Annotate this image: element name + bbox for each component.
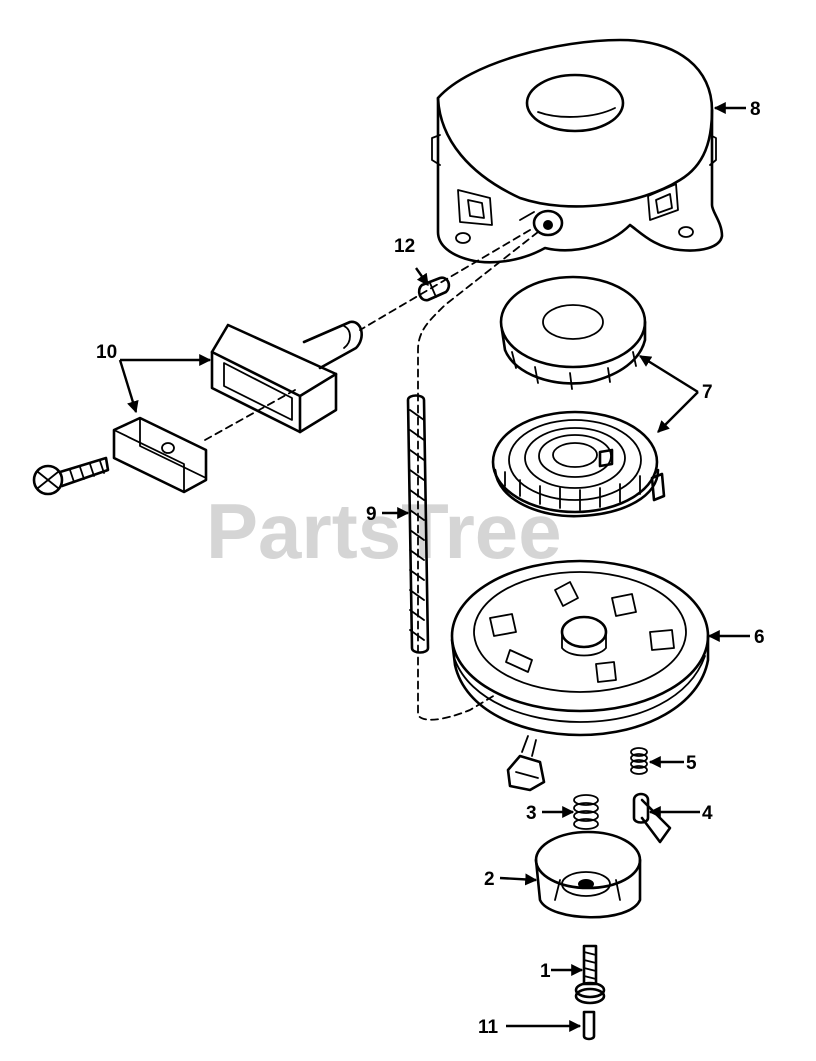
callout-9: 9 (366, 504, 377, 525)
callout-11: 11 (478, 1017, 499, 1038)
part-5-small-spring (630, 747, 648, 775)
part-10-handle (32, 320, 363, 496)
part-6-pulley (450, 559, 710, 737)
callout-10: 10 (96, 342, 117, 363)
watermark: PartsTree (206, 487, 562, 575)
pulley-bolt (506, 735, 546, 792)
part-3-spring (573, 794, 599, 830)
callout-7: 7 (702, 382, 713, 403)
callout-2: 2 (484, 869, 495, 890)
part-12-insert (417, 276, 451, 302)
part-2-cup (534, 830, 642, 919)
callout-6: 6 (754, 627, 765, 648)
insert-dashed-link (204, 389, 296, 441)
callout-8: 8 (750, 99, 761, 120)
part-4-pawl (632, 792, 672, 844)
handle-dashed-link (359, 229, 531, 331)
callout-5: 5 (686, 753, 697, 774)
part-8-starter-housing (431, 38, 724, 264)
rope-dashed-path (417, 231, 539, 721)
part-7-cap-and-spring (491, 275, 666, 518)
part-1-shoulder-screw (574, 944, 606, 1005)
part-11-pin (582, 1010, 596, 1041)
callout-4: 4 (702, 803, 713, 824)
callout-12: 12 (394, 236, 415, 257)
part-9-rope (406, 394, 430, 654)
callout-1: 1 (540, 961, 551, 982)
leader-lines (118, 102, 750, 1032)
callout-3: 3 (526, 803, 537, 824)
